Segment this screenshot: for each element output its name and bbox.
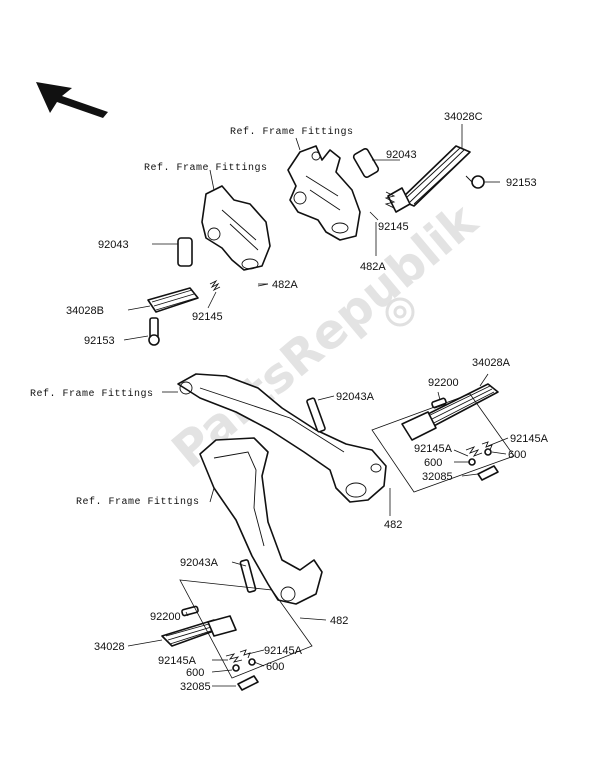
- part-label-34028B: 34028B: [66, 305, 104, 317]
- spring-92145-left: [209, 279, 221, 292]
- part-label-92043: 92043: [98, 239, 129, 251]
- footpeg-34028B: [147, 287, 199, 313]
- ref-frame-fittings-label: Ref. Frame Fittings: [76, 496, 200, 508]
- plate-32085-left: [237, 675, 259, 691]
- part-label-92145: 92145: [192, 311, 223, 323]
- leader-lines: [123, 124, 509, 687]
- ball-600-left: [232, 658, 256, 672]
- ball-600-right: [468, 448, 492, 466]
- part-label-600: 600: [186, 667, 204, 679]
- pad-92200-right: [431, 397, 447, 409]
- footpeg-34028: [161, 615, 237, 647]
- part-label-34028A: 34028A: [472, 357, 511, 369]
- part-label-482A: 482A: [272, 279, 298, 291]
- pad-92200-left: [181, 605, 199, 617]
- footpeg-34028C: [387, 145, 471, 213]
- pin-92043A-left: [239, 559, 257, 593]
- ref-frame-fittings-label: Ref. Frame Fittings: [144, 162, 268, 174]
- right-passenger-footpeg-bracket: [177, 373, 387, 503]
- part-label-32085: 32085: [422, 471, 453, 483]
- spring-92145A-right: [465, 441, 493, 457]
- part-label-92200: 92200: [428, 377, 459, 389]
- part-label-92145: 92145: [378, 221, 409, 233]
- bolt-92153-upper: [465, 175, 485, 189]
- part-label-92200: 92200: [150, 611, 181, 623]
- part-label-600: 600: [508, 449, 526, 461]
- part-label-600: 600: [266, 661, 284, 673]
- part-label-600: 600: [424, 457, 442, 469]
- part-label-92043A: 92043A: [336, 391, 375, 403]
- part-label-32085: 32085: [180, 681, 211, 693]
- ref-frame-fittings-label: Ref. Frame Fittings: [230, 126, 354, 138]
- part-label-482: 482: [384, 519, 402, 531]
- spring-92145A-left: [225, 649, 251, 663]
- assembly-box-left: [179, 579, 313, 679]
- bolt-92153-left: [148, 317, 160, 346]
- pin-92043-left: [177, 237, 193, 267]
- ref-frame-fittings-label: Ref. Frame Fittings: [30, 388, 154, 400]
- upper-right-footpeg-bracket: [287, 145, 361, 241]
- plate-32085-right: [477, 465, 499, 481]
- left-passenger-footpeg-bracket: [199, 437, 323, 605]
- footpeg-34028A: [401, 383, 499, 441]
- watermark-logo-icon: [385, 297, 415, 327]
- spring-92145-upper: [384, 191, 396, 209]
- part-label-92145A: 92145A: [264, 645, 303, 657]
- assembly-box-right: [371, 393, 515, 493]
- part-label-34028C: 34028C: [444, 111, 483, 123]
- part-label-482A: 482A: [360, 261, 386, 273]
- part-label-34028: 34028: [94, 641, 125, 653]
- part-label-92153: 92153: [84, 335, 115, 347]
- front-direction-arrow-icon: [36, 82, 108, 118]
- part-label-92145A: 92145A: [510, 433, 549, 445]
- upper-left-footpeg-bracket: [201, 185, 271, 271]
- pin-92043-upper: [352, 148, 380, 178]
- pin-92043A-right: [306, 397, 326, 433]
- part-label-92145A: 92145A: [158, 655, 197, 667]
- part-label-92145A: 92145A: [414, 443, 453, 455]
- part-label-92043A: 92043A: [180, 557, 219, 569]
- part-label-92043: 92043: [386, 149, 417, 161]
- part-labels: Ref. Frame Fittings Ref. Frame Fittings …: [30, 111, 549, 693]
- part-label-482: 482: [330, 615, 348, 627]
- part-label-92153: 92153: [506, 177, 537, 189]
